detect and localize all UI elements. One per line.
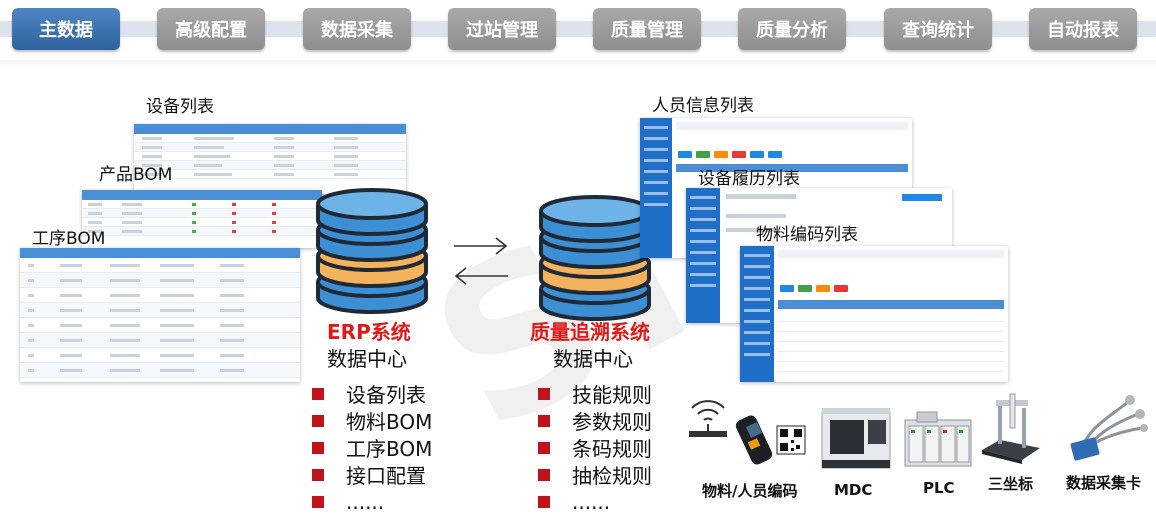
list-item: 设备列表 [312,380,432,407]
barcode-scanner-icon [735,415,806,465]
caption-product-bom: 产品BOM [99,165,173,185]
erp-data-center-label: 数据中心 [327,347,407,371]
wireless-signal-icon [689,400,727,437]
bullet-square-icon [538,387,550,400]
bullet-square-icon [538,441,550,454]
tab-master-data[interactable]: 主数据 [12,8,120,50]
device-label-barcode: 物料/人员编码 [702,482,798,500]
list-item: ...... [312,488,432,515]
tab-quality-management[interactable]: 质量管理 [593,8,701,50]
bullet-square-icon [312,414,324,427]
tab-advanced-config[interactable]: 高级配置 [157,8,265,50]
erp-feature-list: 设备列表 物料BOM 工序BOM 接口配置 ...... [312,380,432,515]
qts-data-center-label: 数据中心 [553,347,633,371]
arrow-left-icon [454,267,508,285]
data-acquisition-card-icon [1070,395,1148,461]
qts-feature-list: 技能规则 参数规则 条码规则 抽检规则 ...... [538,380,652,515]
material-code-list-screenshot [740,246,1008,382]
erp-database-icon [316,188,428,314]
tab-auto-report[interactable]: 自动报表 [1029,8,1137,50]
tab-query-statistics[interactable]: 查询统计 [884,8,992,50]
arrow-right-icon [454,237,508,255]
nav-underline [0,60,1156,66]
bullet-square-icon [312,495,324,508]
bullet-square-icon [538,495,550,508]
caption-material-code-list: 物料编码列表 [756,225,858,245]
list-item: 工序BOM [312,434,432,461]
tab-quality-analysis[interactable]: 质量分析 [738,8,846,50]
caption-equipment-history: 设备履历列表 [698,169,800,189]
device-label-daq-card: 数据采集卡 [1066,474,1142,492]
bullet-square-icon [538,414,550,427]
bullet-square-icon [312,468,324,481]
caption-equipment-list: 设备列表 [146,97,214,117]
tab-station-management[interactable]: 过站管理 [448,8,556,50]
device-label-mdc: MDC [834,481,873,499]
erp-system-title: ERP系统 [327,320,411,344]
list-item: 物料BOM [312,407,432,434]
nav-band [0,21,1156,37]
caption-personnel-list: 人员信息列表 [652,96,754,116]
bullet-square-icon [312,441,324,454]
cmm-machine-icon [982,393,1040,464]
device-label-cmm: 三坐标 [988,475,1034,493]
bullet-square-icon [538,468,550,481]
cnc-machine-icon [821,408,891,469]
caption-process-bom: 工序BOM [32,229,106,249]
equipment-list-screenshot [134,124,406,194]
list-item: 参数规则 [538,407,652,434]
list-item: 技能规则 [538,380,652,407]
tab-data-collection[interactable]: 数据采集 [303,8,411,50]
data-exchange-arrows [454,237,508,285]
list-item: 抽检规则 [538,461,652,488]
bullet-square-icon [312,387,324,400]
list-item: 条码规则 [538,434,652,461]
list-item: ...... [538,488,652,515]
process-bom-screenshot [20,248,300,382]
product-bom-screenshot [82,190,322,248]
qts-database-icon [539,195,651,321]
plc-module-icon [904,411,972,467]
qts-system-title: 质量追溯系统 [530,320,650,344]
list-item: 接口配置 [312,461,432,488]
device-label-plc: PLC [923,479,955,497]
